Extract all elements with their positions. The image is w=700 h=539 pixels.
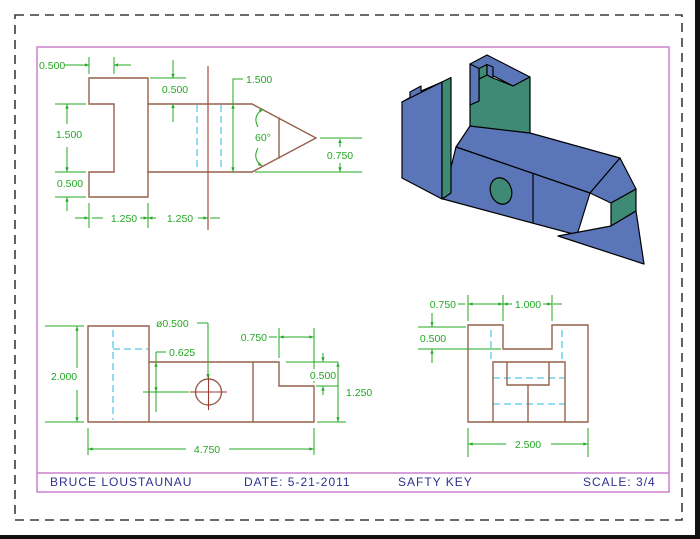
dim-front-step-width: 0.750 bbox=[241, 332, 267, 344]
hole-centerlines bbox=[190, 374, 227, 410]
right-edge-shadow bbox=[695, 0, 700, 539]
end-view-dimensions: 0.750 1.000 0.500 2.500 bbox=[416, 295, 589, 457]
dim-front-height: 2.000 bbox=[51, 371, 77, 383]
front-view-outline bbox=[87, 325, 315, 423]
dim-top-len2: 1.250 bbox=[167, 213, 193, 225]
sheet-border bbox=[36, 46, 670, 493]
dim-front-hole-drop: 0.625 bbox=[169, 347, 195, 359]
end-view-outline bbox=[467, 324, 589, 423]
top-view-dimensions: 0.500 0.500 1.500 60° 0.750 1.500 bbox=[39, 57, 362, 228]
dim-top-lower-flange: 0.500 bbox=[57, 178, 83, 190]
dim-end-notch-width: 1.000 bbox=[515, 299, 541, 311]
front-view: 2.000 ø0.500 0.625 0.750 0.500 1.250 bbox=[45, 318, 372, 456]
top-view: 0.500 0.500 1.500 60° 0.750 1.500 bbox=[39, 57, 362, 230]
outer-dashed-border bbox=[14, 14, 683, 521]
dim-top-len1: 1.250 bbox=[111, 213, 137, 225]
dim-front-body-height: 1.250 bbox=[346, 387, 372, 399]
dim-top-flange-depth: 0.500 bbox=[162, 84, 188, 96]
dim-end-notch-left: 0.750 bbox=[430, 299, 456, 311]
end-view: 0.750 1.000 0.500 2.500 bbox=[416, 295, 589, 457]
top-view-outline bbox=[88, 77, 318, 198]
iso-block-left-face bbox=[469, 63, 480, 106]
iso-notch-wall bbox=[486, 63, 494, 79]
dim-end-notch-depth: 0.500 bbox=[420, 333, 446, 345]
iso-plate-front-face bbox=[401, 81, 443, 200]
iso-plate-side-face bbox=[441, 76, 452, 200]
dim-front-length: 4.750 bbox=[194, 444, 220, 456]
dim-top-body-width: 1.500 bbox=[246, 74, 272, 86]
dim-front-hole-dia: ø0.500 bbox=[156, 318, 189, 330]
dim-top-tip-half: 0.750 bbox=[327, 150, 353, 162]
dim-top-mid-height: 1.500 bbox=[56, 129, 82, 141]
iso-tip-face bbox=[557, 210, 645, 265]
dim-end-width: 2.500 bbox=[515, 439, 541, 451]
title-part-name: SAFTY KEY bbox=[398, 475, 473, 489]
iso-hole bbox=[489, 177, 513, 205]
title-scale: SCALE: 3/4 bbox=[583, 475, 656, 489]
bottom-edge-shadow bbox=[0, 535, 700, 539]
title-block: BRUCE LOUSTAUNAU DATE: 5-21-2011 SAFTY K… bbox=[50, 475, 656, 489]
dim-top-overhang: 0.500 bbox=[39, 60, 65, 72]
front-view-dimensions: 2.000 ø0.500 0.625 0.750 0.500 1.250 bbox=[45, 318, 372, 456]
title-author: BRUCE LOUSTAUNAU bbox=[50, 475, 192, 489]
dim-front-step-height: 0.500 bbox=[310, 370, 336, 382]
isometric-view bbox=[401, 54, 645, 265]
title-date: DATE: 5-21-2011 bbox=[244, 475, 351, 489]
dim-top-angle: 60° bbox=[255, 132, 271, 144]
